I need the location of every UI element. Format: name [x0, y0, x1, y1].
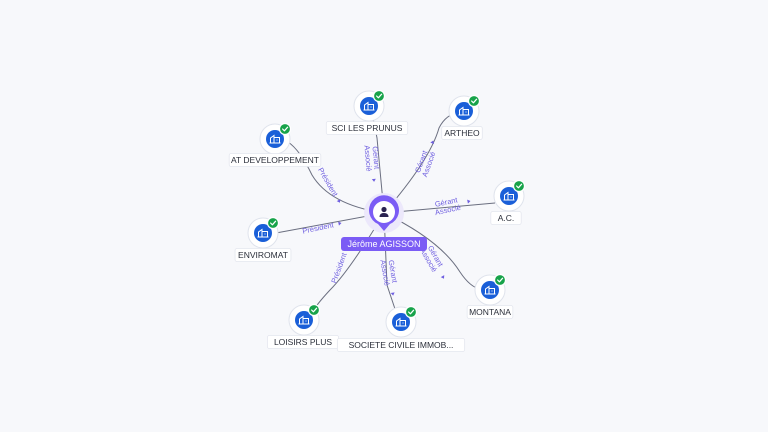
- edge-arrow: [371, 178, 376, 182]
- company-label-box: [336, 338, 466, 352]
- company-label-box: [325, 121, 409, 135]
- verified-check-icon: [372, 89, 386, 103]
- edge-arrow: [467, 199, 471, 204]
- building-icon: [395, 317, 407, 327]
- company-name: ENVIROMAT: [238, 250, 288, 260]
- person-name-tag: [341, 237, 427, 251]
- company-node-montana[interactable]: MONTANA: [466, 273, 514, 319]
- relation-label: Gérant: [387, 259, 400, 284]
- company-node-sci-les-prunus[interactable]: SCI LES PRUNUS: [325, 89, 409, 135]
- verified-check-icon: [493, 273, 507, 287]
- company-node-at-developpement[interactable]: AT DEVELOPPEMENT: [228, 122, 322, 167]
- company-name: A.C.: [498, 213, 515, 223]
- building-icon: [503, 191, 515, 201]
- company-node-ac[interactable]: A.C.: [490, 179, 526, 225]
- relation-label: Président: [316, 166, 340, 199]
- company-node-societe-civile[interactable]: SOCIETE CIVILE IMMOB...: [336, 305, 466, 352]
- company-node-artheo[interactable]: ARTHEO: [441, 94, 483, 140]
- edge-label-enviromat: Président: [302, 220, 342, 236]
- verified-check-icon: [278, 122, 292, 136]
- company-label-box: [441, 126, 483, 140]
- verified-check-icon: [467, 94, 481, 108]
- company-label-box: [228, 153, 322, 167]
- company-name: ARTHEO: [444, 128, 480, 138]
- company-node-loisirs-plus[interactable]: LOISIRS PLUS: [266, 303, 339, 349]
- building-icon: [298, 315, 310, 325]
- building-icon: [363, 101, 375, 111]
- edge-arrow: [390, 292, 395, 296]
- verified-check-icon: [266, 216, 280, 230]
- company-name: LOISIRS PLUS: [274, 337, 332, 347]
- nodes-layer: SCI LES PRUNUS ARTHEO AT DEVELOPPEMENT A.C.…: [228, 89, 526, 352]
- company-name: AT DEVELOPPEMENT: [231, 155, 319, 165]
- person-name: Jérôme AGISSON: [347, 239, 420, 249]
- building-icon: [269, 134, 281, 144]
- edge-arrow: [338, 221, 342, 226]
- company-label-box: [234, 248, 292, 262]
- edge-arrow: [336, 199, 341, 203]
- verified-check-icon: [512, 179, 526, 193]
- verified-check-icon: [404, 305, 418, 319]
- relation-label: Président: [329, 251, 349, 285]
- center-person-node[interactable]: Jérôme AGISSON: [341, 193, 427, 251]
- company-label-box: [490, 211, 522, 225]
- relation-label: Gérant: [371, 146, 382, 171]
- building-icon: [257, 228, 269, 238]
- edge-montana: [383, 212, 481, 290]
- company-label-box: [466, 305, 514, 319]
- company-name: SOCIETE CIVILE IMMOB...: [349, 340, 454, 350]
- relation-label: Associé: [362, 145, 373, 172]
- company-name: MONTANA: [469, 307, 511, 317]
- verified-check-icon: [307, 303, 321, 317]
- edge-arrow: [440, 275, 445, 279]
- company-name: SCI LES PRUNUS: [332, 123, 403, 133]
- person-icon: [379, 206, 389, 217]
- edge-arrow: [430, 140, 435, 144]
- building-icon: [458, 106, 470, 116]
- company-node-enviromat[interactable]: ENVIROMAT: [234, 216, 292, 262]
- edge-at-developpement: [287, 141, 385, 214]
- relation-label: Président: [302, 220, 336, 236]
- building-icon: [484, 285, 496, 295]
- relation-label: Associé: [378, 259, 391, 286]
